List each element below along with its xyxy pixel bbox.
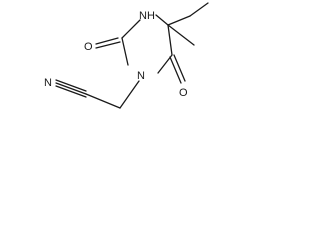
c2-carbonyl (95, 37, 121, 49)
cyanomethyl-substituent (55, 79, 140, 109)
structure-diagram: NH N O O N (44, 2, 209, 109)
c4-oxygen-label: O (179, 87, 188, 99)
bond-c5-ch2 (167, 15, 191, 26)
c4-carbonyl (169, 54, 186, 84)
ethyl-substituent (167, 2, 209, 26)
bond-c2-n3 (121, 37, 129, 66)
double-bond-c4-o-a (169, 56, 182, 84)
c2-oxygen-label: O (84, 41, 93, 53)
double-bond-c2-o-a (95, 37, 119, 45)
imidazolidine-ring (121, 14, 173, 74)
bond-n3-ch2 (119, 80, 140, 109)
methyl-bond (167, 24, 195, 46)
double-bond-c4-o-b (173, 54, 186, 82)
double-bond-c2-o-b (95, 41, 121, 49)
bond-ch2-c-nitrile (85, 93, 121, 109)
bond-c5-nh (155, 14, 169, 26)
nitrile-n-label: N (44, 77, 52, 89)
ring-n3-label: N (137, 70, 145, 82)
nitrile-triple-bond (55, 79, 87, 98)
bond-nh-c2 (121, 19, 141, 39)
bond-n3-c4 (157, 54, 173, 74)
ring-nh-label: NH (139, 10, 155, 22)
bond-ch2-ch3 (189, 2, 209, 17)
bond-c4-c5 (167, 24, 173, 56)
